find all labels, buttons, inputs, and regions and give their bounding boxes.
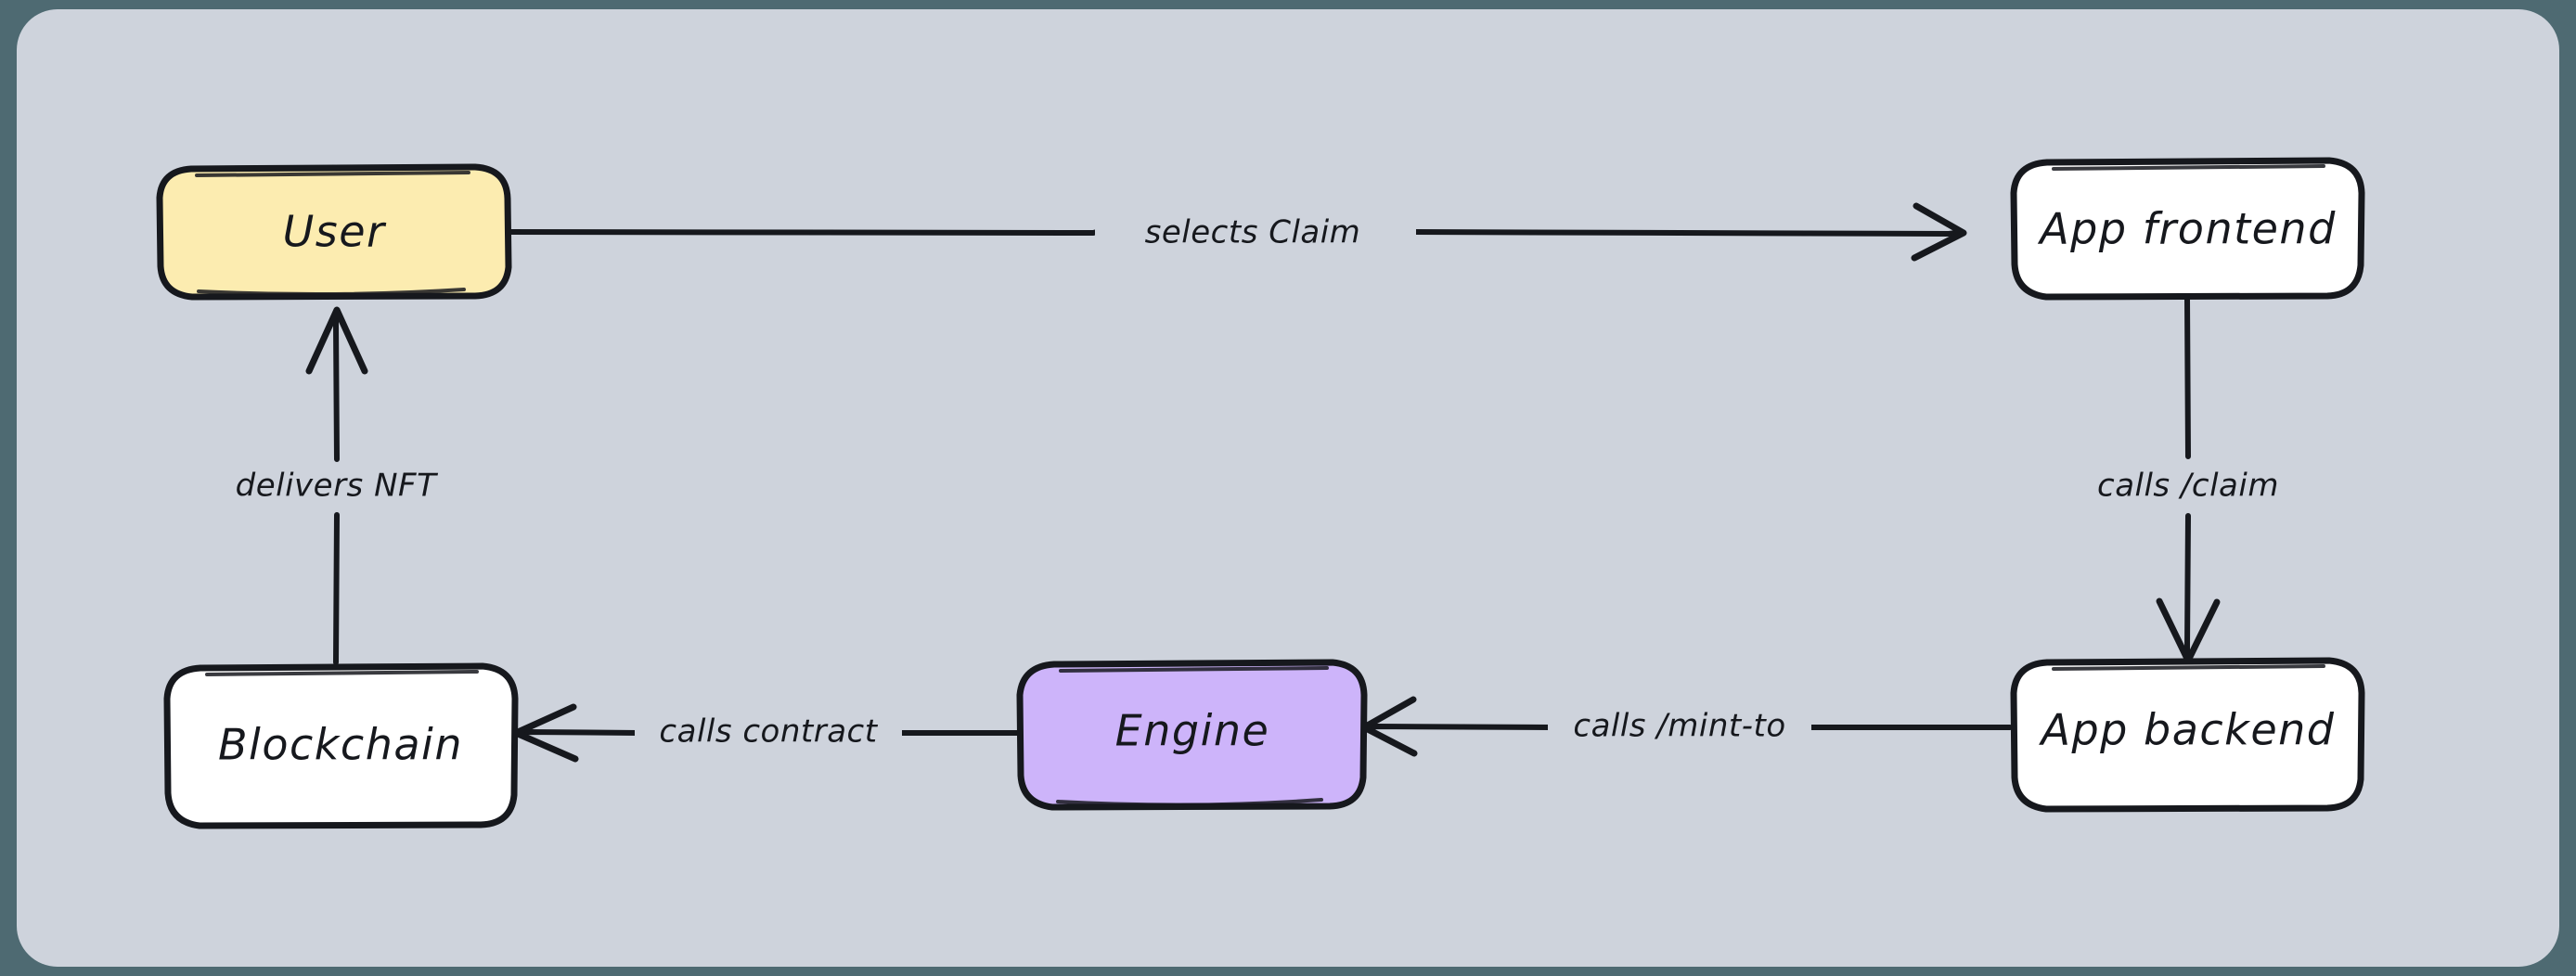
edge-app-backend-to-engine: calls /mint-to	[1360, 696, 2013, 757]
node-label-app-frontend: App frontend	[2037, 204, 2337, 254]
node-engine-sketch-stroke-2	[1056, 798, 1323, 807]
edge-user-to-app-frontend: selects Claim	[507, 202, 1967, 262]
node-app-frontend-sketch-stroke	[2052, 164, 2325, 171]
node-app-backend-sketch-stroke	[2052, 664, 2325, 671]
node-user-sketch-stroke	[195, 171, 470, 177]
edge-label-calls-claim: calls /claim	[2097, 468, 2279, 505]
node-blockchain[interactable]: Blockchain	[163, 662, 519, 829]
node-engine-shape	[1016, 659, 1368, 811]
node-app-backend[interactable]: App backend	[2010, 657, 2365, 813]
node-label-blockchain: Blockchain	[218, 720, 463, 770]
edge-blockchain-to-user: delivers NFT	[202, 306, 473, 665]
edge-label-delivers-nft: delivers NFT	[236, 468, 438, 505]
edge-label-backdrop	[1095, 210, 1416, 256]
node-app-frontend[interactable]: App frontend	[2010, 157, 2365, 301]
node-user-shape	[156, 163, 512, 301]
edge-line-right-segment	[1410, 229, 1959, 238]
node-app-backend-shape	[2010, 657, 2365, 813]
edge-line-left-segment	[1367, 723, 1554, 730]
node-label-engine: Engine	[1115, 706, 1270, 756]
edge-label-calls-contract: calls contract	[659, 713, 878, 751]
node-label-app-backend: App backend	[2039, 705, 2336, 755]
edge-label-backdrop	[1548, 705, 1811, 751]
edge-label-calls-mint-to: calls /mint-to	[1573, 708, 1785, 745]
node-engine[interactable]: Engine	[1016, 659, 1368, 811]
node-blockchain-sketch-stroke	[205, 670, 479, 676]
node-user-sketch-stroke-2	[197, 288, 466, 297]
edge-label-backdrop	[635, 711, 902, 757]
node-user[interactable]: User	[156, 163, 512, 301]
arrowhead-up-icon	[305, 306, 368, 375]
node-engine-sketch-stroke	[1059, 666, 1329, 673]
edge-line-top-segment	[2184, 296, 2191, 459]
edge-line-left-segment	[507, 229, 1100, 237]
edge-line-top-segment	[332, 309, 340, 462]
edge-line-bottom-segment	[2183, 513, 2191, 660]
edge-engine-to-blockchain: calls contract	[512, 703, 1020, 763]
edge-label-backdrop	[2055, 464, 2325, 510]
arrowhead-right-icon	[1911, 202, 1967, 262]
edge-line-bottom-segment	[333, 512, 340, 665]
edge-app-frontend-to-app-backend: calls /claim	[2055, 296, 2325, 664]
node-blockchain-shape	[163, 662, 519, 829]
node-label-user: User	[283, 207, 387, 257]
edge-line-left-segment	[519, 728, 641, 736]
edge-label-selects-claim: selects Claim	[1145, 214, 1361, 251]
edge-label-backdrop	[202, 464, 473, 510]
node-app-frontend-shape	[2010, 157, 2365, 301]
